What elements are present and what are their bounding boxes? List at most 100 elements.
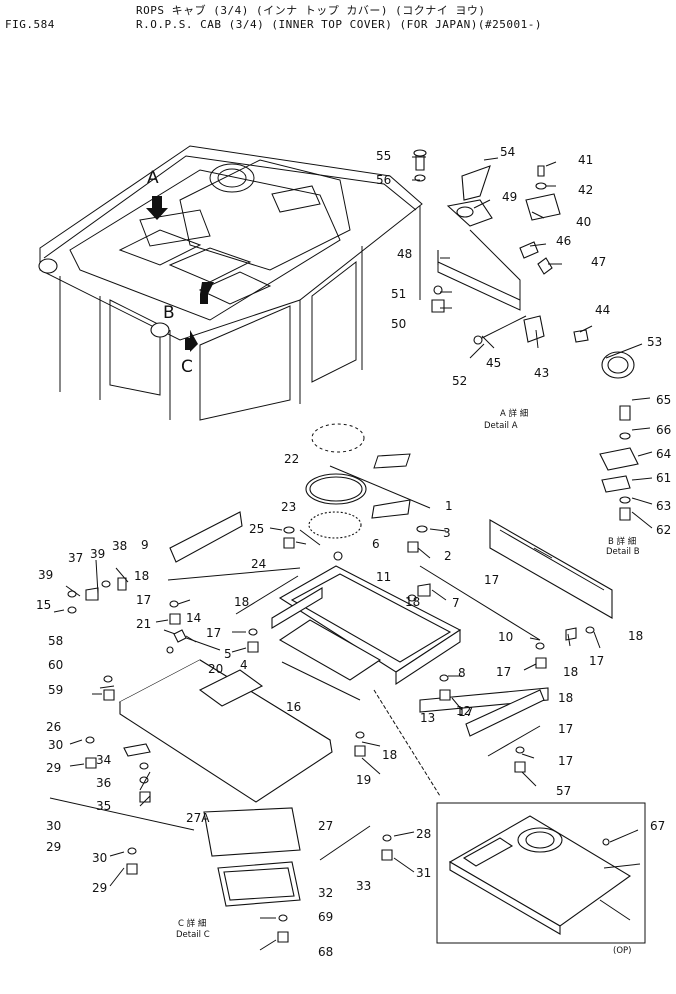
callout-19: 19 — [356, 773, 371, 787]
callout-54: 54 — [500, 145, 515, 159]
callout-28: 28 — [416, 827, 431, 841]
detail-b-assembly — [599, 397, 653, 529]
op-variant-box — [436, 802, 646, 944]
callout-23: 23 — [281, 500, 296, 514]
callout-6: 6 — [372, 537, 380, 551]
callout-25: 25 — [249, 522, 264, 536]
callout-17: 17 — [558, 754, 573, 768]
callout-31: 31 — [416, 866, 431, 880]
callout-63: 63 — [656, 499, 671, 513]
callout-30: 30 — [48, 738, 63, 752]
callout-24: 24 — [251, 557, 266, 571]
callout-18: 18 — [382, 748, 397, 762]
title-japanese: ROPS キャブ (3/4) (インナ トップ カバー) (コクナイ ヨウ) — [136, 4, 486, 17]
callout-42: 42 — [578, 183, 593, 197]
callout-30: 30 — [46, 819, 61, 833]
callout-41: 41 — [578, 153, 593, 167]
callout-29: 29 — [92, 881, 107, 895]
callout-58: 58 — [48, 634, 63, 648]
callout-56: 56 — [376, 173, 391, 187]
callout-7: 7 — [452, 596, 460, 610]
callout-17: 17 — [458, 705, 473, 719]
callout-4: 4 — [240, 658, 248, 672]
callout-62: 62 — [656, 523, 671, 537]
callout-37: 37 — [68, 551, 83, 565]
callout-18: 18 — [628, 629, 643, 643]
callout-16: 16 — [286, 700, 301, 714]
op-label: (OP) — [613, 946, 631, 956]
callout-33: 33 — [356, 879, 371, 893]
detail-a-assembly — [412, 149, 643, 379]
callout-43: 43 — [534, 366, 549, 380]
callout-64: 64 — [656, 447, 671, 461]
callout-59: 59 — [48, 683, 63, 697]
callout-17: 17 — [496, 665, 511, 679]
callout-17: 17 — [589, 654, 604, 668]
callout-51: 51 — [391, 287, 406, 301]
callout-18: 18 — [558, 691, 573, 705]
callout-13: 13 — [420, 711, 435, 725]
callout-53: 53 — [647, 335, 662, 349]
callout-38: 38 — [112, 539, 127, 553]
callout-11: 11 — [376, 570, 391, 584]
callout-2: 2 — [444, 549, 452, 563]
view-letter-c: C — [181, 357, 193, 377]
main-exploded-view — [49, 423, 613, 907]
callout-29: 29 — [46, 761, 61, 775]
detail-a-caption-jp: A 詳 細 — [500, 408, 528, 419]
callout-27: 27 — [318, 819, 333, 833]
callout-69: 69 — [318, 910, 333, 924]
callout-21: 21 — [136, 617, 151, 631]
callout-39: 39 — [90, 547, 105, 561]
callout-30: 30 — [92, 851, 107, 865]
callout-45: 45 — [486, 356, 501, 370]
callout-17: 17 — [484, 573, 499, 587]
callout-47: 47 — [591, 255, 606, 269]
detail-b-caption-en: Detail B — [606, 547, 640, 557]
callout-17: 17 — [558, 722, 573, 736]
cab-overview — [38, 145, 423, 421]
callout-46: 46 — [556, 234, 571, 248]
callout-18: 18 — [563, 665, 578, 679]
callout-12: 12 — [456, 704, 471, 718]
callout-5: 5 — [224, 647, 232, 661]
fasteners — [53, 525, 601, 951]
callout-60: 60 — [48, 658, 63, 672]
callout-36: 36 — [96, 776, 111, 790]
callout-3: 3 — [443, 526, 451, 540]
callout-1: 1 — [445, 499, 453, 513]
title-english: R.O.P.S. CAB (3/4) (INNER TOP COVER) (FO… — [136, 18, 542, 31]
callout-15: 15 — [36, 598, 51, 612]
callout-labels: 5556544142404948464751504453524543656664… — [36, 145, 671, 959]
callout-26: 26 — [46, 720, 61, 734]
callout-29: 29 — [46, 840, 61, 854]
callout-49: 49 — [502, 190, 517, 204]
detail-a-caption-en: Detail A — [484, 421, 518, 431]
callout-8: 8 — [458, 666, 466, 680]
detail-c-caption-jp: C 詳 細 — [178, 918, 206, 929]
callout-50: 50 — [391, 317, 406, 331]
callout-52: 52 — [452, 374, 467, 388]
callout-14: 14 — [186, 611, 201, 625]
callout-40: 40 — [576, 215, 591, 229]
callout-65: 65 — [656, 393, 671, 407]
detail-b-caption-jp: B 詳 細 — [608, 536, 636, 547]
callout-18: 18 — [134, 569, 149, 583]
view-letter-a: A — [147, 168, 159, 188]
figure-number: FIG.584 — [5, 18, 55, 31]
callout-44: 44 — [595, 303, 610, 317]
callout-35: 35 — [96, 799, 111, 813]
view-letter-b: B — [163, 303, 175, 323]
callout-32: 32 — [318, 886, 333, 900]
callout-39: 39 — [38, 568, 53, 582]
callout-68: 68 — [318, 945, 333, 959]
callout-18: 18 — [405, 595, 420, 609]
callout-9: 9 — [141, 538, 149, 552]
callout-67: 67 — [650, 819, 665, 833]
callout-22: 22 — [284, 452, 299, 466]
callout-27A: 27A — [186, 811, 210, 825]
callout-20: 20 — [208, 662, 223, 676]
callout-61: 61 — [656, 471, 671, 485]
callout-57: 57 — [556, 784, 571, 798]
